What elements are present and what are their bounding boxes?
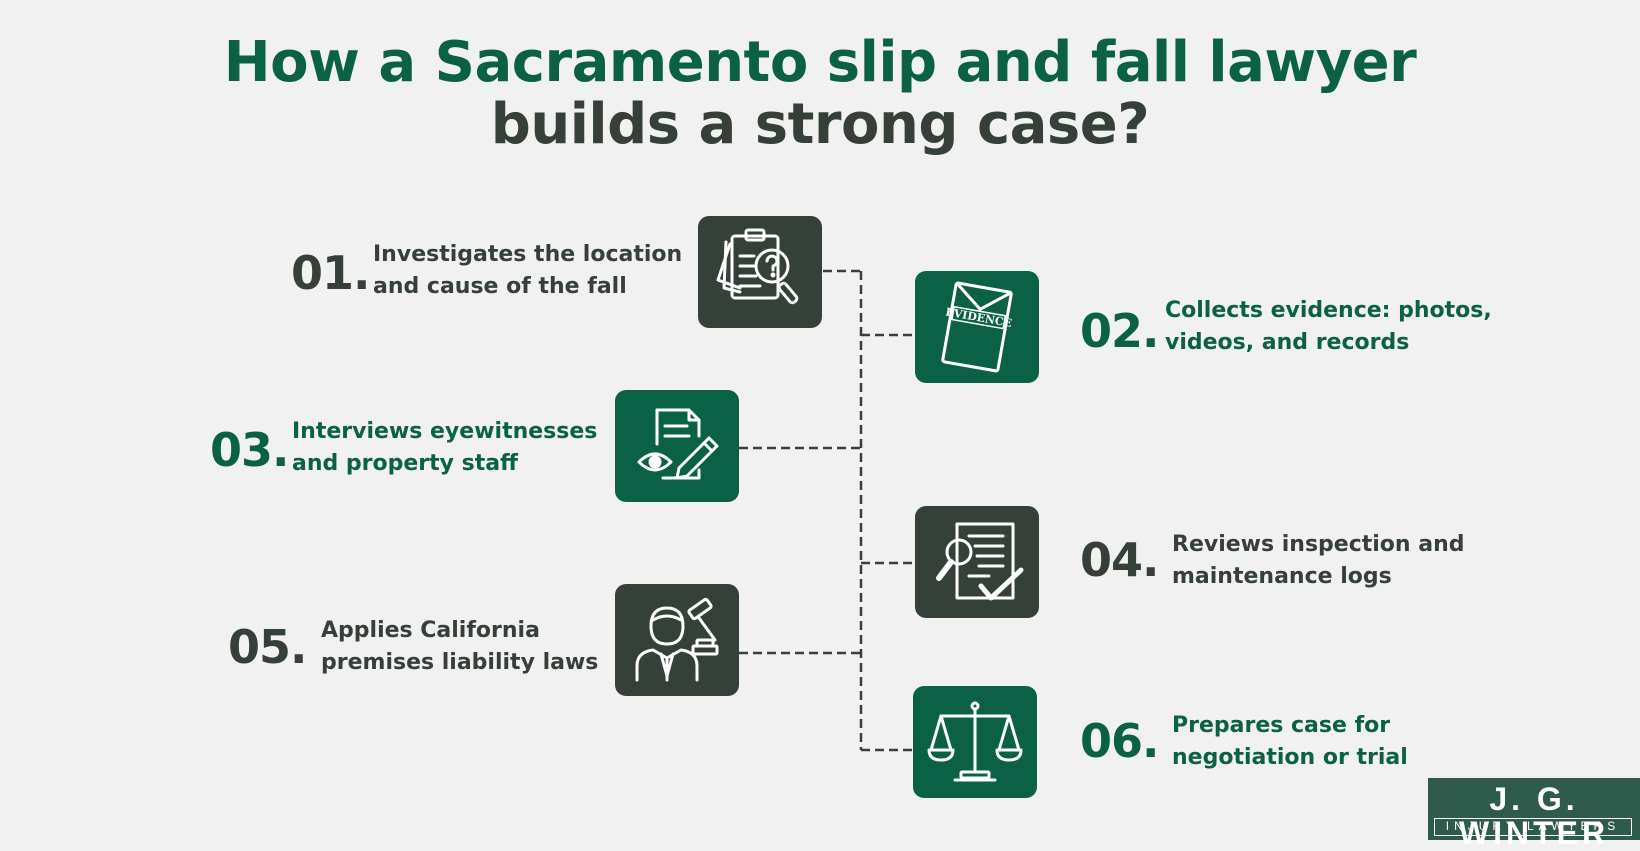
step-01-text-line-1: Investigates the location [373,242,683,267]
step-01-text-line-2: and cause of the fall [373,274,627,299]
step-05-text-line-2: premises liability laws [321,650,599,675]
step-03-number: 03. [210,423,289,477]
logo-tagline: INJURY LAWYERS [1434,818,1632,836]
step-06-number: 06. [1080,714,1159,768]
jg-winter-logo: J. G. WINTER INJURY LAWYERS [1428,778,1640,850]
step-04-number: 04. [1080,533,1159,587]
step-03-icon-box [615,390,739,502]
step-06-text-line-2: negotiation or trial [1172,745,1408,770]
step-03-text-line-2: and property staff [292,451,518,476]
title-line-2: builds a strong case? [490,92,1150,157]
document-magnifier-check-icon [936,522,1024,601]
step-04-text-line-1: Reviews inspection and [1172,532,1465,557]
eye-document-pen-icon [637,408,719,480]
step-04-text: Reviews inspection and maintenance logs [1172,529,1465,593]
step-02-icon-box: EVIDENCE [915,271,1039,383]
step-04-text-line-2: maintenance logs [1172,564,1392,589]
step-06-text: Prepares case for negotiation or trial [1172,710,1408,774]
step-02-text: Collects evidence: photos, videos, and r… [1165,295,1492,359]
step-02-number: 02. [1080,304,1159,358]
step-01-number: 01. [291,246,370,300]
step-06-text-line-1: Prepares case for [1172,713,1391,738]
evidence-envelope-icon: EVIDENCE [941,281,1013,373]
step-01-icon-box [698,216,822,328]
step-05-number: 05. [228,620,307,674]
page-title: How a Sacramento slip and fall lawyer bu… [0,32,1640,156]
step-05-text: Applies California premises liability la… [321,615,598,679]
lawyer-gavel-icon [635,597,719,682]
step-05-icon-box [615,584,739,696]
step-01-text: Investigates the location and cause of t… [373,239,682,303]
clipboard-question-icon [716,228,799,305]
step-03-text-line-1: Interviews eyewitnesses [292,419,598,444]
title-line-1: How a Sacramento slip and fall lawyer [223,30,1417,95]
step-02-text-line-1: Collects evidence: photos, [1165,298,1492,323]
scales-of-justice-icon [927,701,1023,782]
step-04-icon-box [915,506,1039,618]
step-03-text: Interviews eyewitnesses and property sta… [292,416,597,480]
step-05-text-line-1: Applies California [321,618,540,643]
step-02-text-line-2: videos, and records [1165,330,1410,355]
step-06-icon-box [913,686,1037,798]
